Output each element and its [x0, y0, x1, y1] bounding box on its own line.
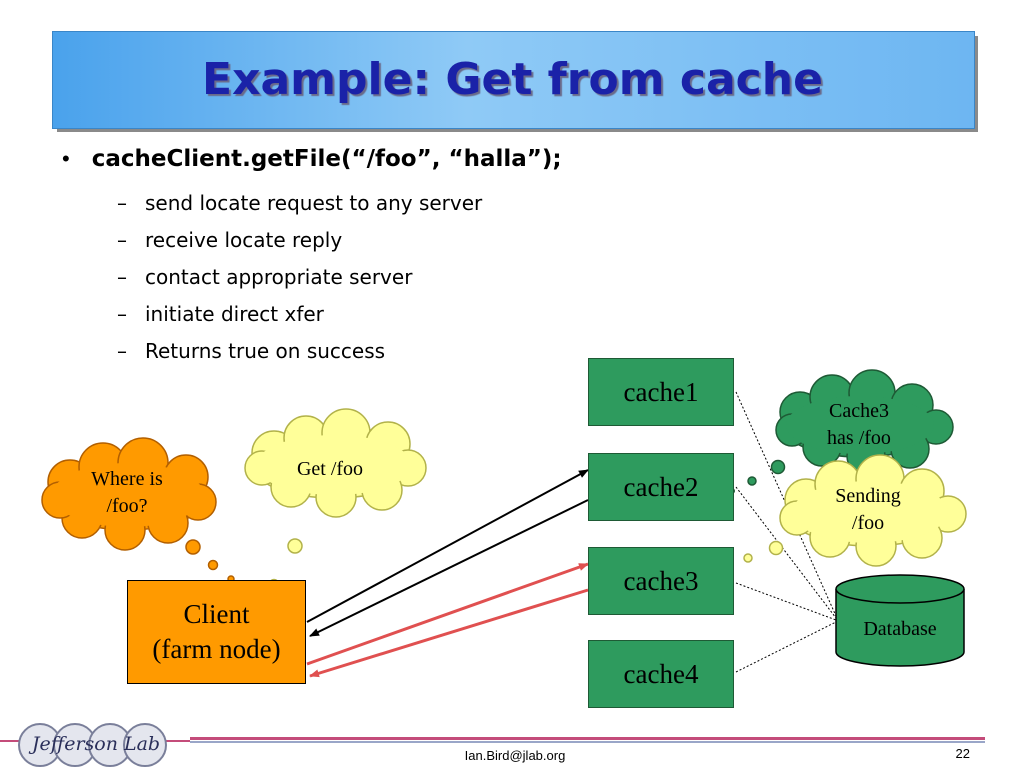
sub-bullet-text: initiate direct xfer: [145, 301, 324, 326]
dash-marker: –: [117, 227, 127, 252]
label-get-foo: Get /foo: [296, 458, 364, 480]
jefferson-lab-logo: [0, 723, 190, 767]
arrow-client-to-cache2: [306, 469, 589, 623]
logo-text: Jefferson Lab: [31, 733, 161, 755]
sub-bullet-item: –contact appropriate server: [117, 258, 482, 295]
dash-marker: –: [117, 338, 127, 363]
label-where-is-line1: Where is: [91, 468, 163, 490]
label-cache3-has-line1: Cache3: [829, 400, 889, 422]
footer-rule: [190, 737, 985, 740]
sub-bullet-item: –initiate direct xfer: [117, 295, 482, 332]
arrow-cache2-to-client: [309, 499, 589, 637]
bullet-text: cacheClient.getFile(“/foo”, “halla”);: [91, 146, 562, 172]
sub-bullet-text: Returns true on success: [145, 338, 386, 363]
thought-dot: [770, 459, 786, 475]
database-cylinder: [835, 574, 965, 667]
label-where-is: Where is /foo?: [68, 466, 186, 520]
thought-cloud-where-is: [41, 437, 217, 551]
thought-dot: [768, 540, 784, 556]
link-cache4-database: [735, 621, 837, 673]
thought-dot: [743, 553, 753, 563]
sub-bullet-text: contact appropriate server: [145, 264, 413, 289]
page-number: 22: [955, 746, 970, 761]
label-cache3-has-line2: has /foo: [827, 427, 891, 449]
label-where-is-line2: /foo?: [106, 495, 148, 517]
label-sending: Sending /foo: [808, 483, 928, 537]
footer-rule-secondary: [190, 741, 985, 743]
thought-dot: [747, 476, 757, 486]
sub-bullet-list: –send locate request to any server –rece…: [117, 184, 482, 369]
slide-title: Example: Get from cache: [202, 53, 823, 105]
cache2-box: cache2: [588, 453, 734, 521]
dash-marker: –: [117, 301, 127, 326]
thought-cloud-cache3-has: [775, 369, 954, 476]
client-box: Client (farm node): [127, 580, 306, 684]
bullet-marker: •: [62, 146, 70, 171]
thought-dot: [185, 539, 201, 555]
sub-bullet-text: send locate request to any server: [145, 190, 483, 215]
cache3-box: cache3: [588, 547, 734, 615]
dash-marker: –: [117, 264, 127, 289]
database-label: Database: [863, 618, 937, 640]
label-sending-line2: /foo: [851, 512, 885, 534]
footer-email: Ian.Bird@jlab.org: [464, 748, 566, 763]
client-label: Client: [183, 598, 250, 629]
arrow-cache3-to-client: [309, 588, 589, 678]
thought-cloud-get-foo: [244, 408, 427, 518]
label-sending-line1: Sending: [835, 485, 901, 507]
arrow-client-to-cache3: [306, 562, 589, 666]
thought-dot: [207, 559, 219, 571]
thought-dot: [287, 538, 303, 554]
label-cache3-has: Cache3 has /foo: [800, 398, 918, 452]
link-cache1-database: [735, 391, 837, 617]
link-cache3-database: [735, 582, 837, 621]
link-cache2-database: [735, 486, 837, 619]
sub-bullet-text: receive locate reply: [145, 227, 343, 252]
client-sublabel: (farm node): [152, 634, 281, 664]
cache4-box: cache4: [588, 640, 734, 708]
cache1-box: cache1: [588, 358, 734, 426]
title-banner: [52, 31, 975, 129]
sub-bullet-item: –send locate request to any server: [117, 184, 482, 221]
dash-marker: –: [117, 190, 127, 215]
main-bullet: • cacheClient.getFile(“/foo”, “halla”);: [62, 146, 562, 172]
sub-bullet-item: –Returns true on success: [117, 332, 482, 369]
sub-bullet-item: –receive locate reply: [117, 221, 482, 258]
thought-cloud-sending: [779, 454, 967, 567]
